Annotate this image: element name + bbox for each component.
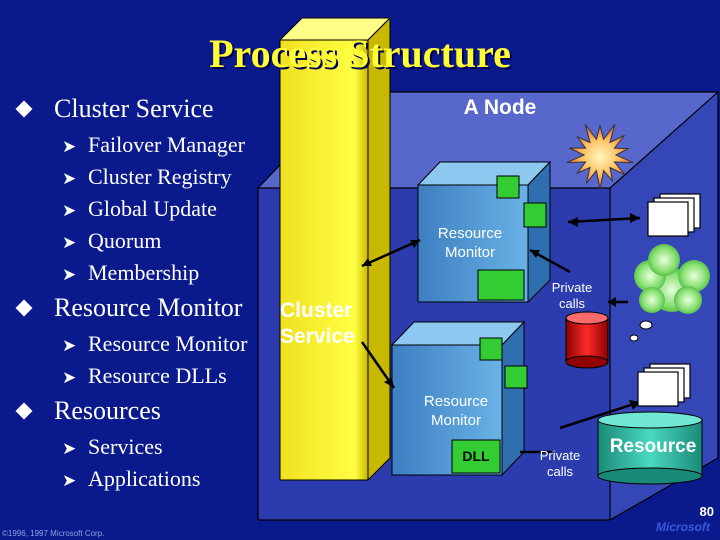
- sub-item: ➤Failover Manager: [62, 132, 245, 157]
- resource-label: Resource: [609, 436, 697, 457]
- bullet-label: Cluster Service: [54, 94, 214, 123]
- starburst-icon: [566, 124, 634, 190]
- private-calls-label-bottom: Private calls: [539, 448, 581, 479]
- bullet-resource-monitor: Resource Monitor: [14, 293, 242, 323]
- arrowhead-bullet-icon: ➤: [62, 265, 77, 284]
- diamond-bullet-icon: [15, 402, 33, 420]
- cluster-service-bar: [278, 16, 392, 482]
- page-number: 80: [699, 504, 714, 519]
- sub-item: ➤Membership: [62, 260, 200, 285]
- resource-monitor-label-top: Resource Monitor: [437, 225, 503, 261]
- microsoft-logo: Microsoft: [656, 520, 710, 534]
- connector-arrows: [360, 216, 641, 454]
- private-calls-label-top: Private calls: [551, 280, 593, 311]
- sub-item: ➤Resource Monitor: [62, 331, 248, 356]
- arrowhead-bullet-icon: ➤: [62, 169, 77, 188]
- sub-item: ➤Applications: [62, 466, 201, 491]
- slide-title: Process Structure: [209, 31, 511, 76]
- bullet-label: Resource Monitor: [54, 293, 243, 322]
- cluster-service-label: Cluster Service: [280, 299, 355, 348]
- resource-monitor-box-bottom: [390, 320, 526, 477]
- arrowhead-bullet-icon: ➤: [62, 201, 77, 220]
- arrowhead-bullet-icon: ➤: [62, 336, 77, 355]
- bullet-label: Resources: [54, 396, 161, 425]
- arrowhead-bullet-icon: ➤: [62, 471, 77, 490]
- node-label: A Node: [463, 96, 537, 119]
- document-stack-icon: [647, 193, 701, 237]
- arrowhead-bullet-icon: ➤: [62, 137, 77, 156]
- sub-item: ➤Resource DLLs: [62, 363, 227, 388]
- diamond-bullet-icon: [15, 299, 33, 317]
- document-stack-icon-2: [637, 363, 691, 407]
- thought-cloud-icon: [629, 244, 710, 342]
- resource-monitor-label-bottom: Resource Monitor: [423, 393, 489, 429]
- sub-item: ➤Global Update: [62, 196, 217, 221]
- bullet-resources: Resources: [14, 396, 161, 426]
- sub-item: ➤Services: [62, 434, 163, 459]
- arrowhead-bullet-icon: ➤: [62, 368, 77, 387]
- bullet-cluster-service: Cluster Service: [14, 94, 214, 124]
- resource-cylinder-icon: [597, 411, 703, 485]
- arrowhead-bullet-icon: ➤: [62, 233, 77, 252]
- sub-item: ➤Cluster Registry: [62, 164, 232, 189]
- copyright-text: ©1996, 1997 Microsoft Corp.: [2, 529, 105, 538]
- connector-squares: [479, 175, 547, 389]
- dll-label: DLL: [462, 448, 490, 464]
- arrowheads: [362, 213, 640, 410]
- red-cylinder-icon: [565, 311, 609, 369]
- sub-item: ➤Quorum: [62, 228, 162, 253]
- diamond-bullet-icon: [15, 100, 33, 118]
- starburst-shape: [566, 124, 634, 190]
- arrowhead-bullet-icon: ➤: [62, 439, 77, 458]
- resource-monitor-box-top: [416, 160, 552, 304]
